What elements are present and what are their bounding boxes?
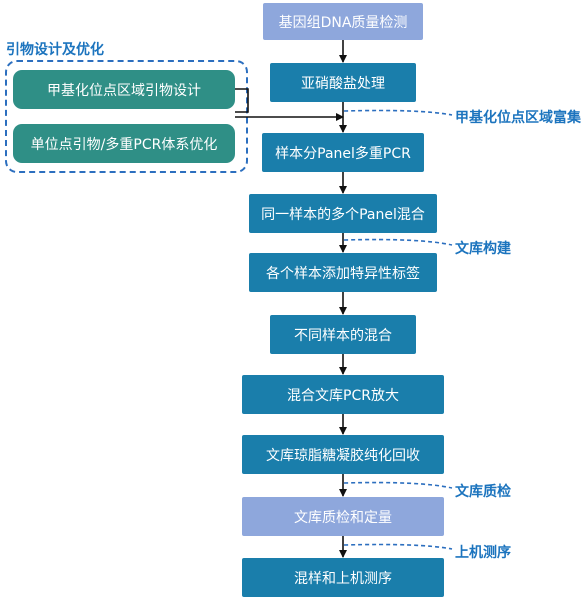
step-sample-pooling: 不同样本的混合 xyxy=(270,315,416,354)
step-panel-multiplex-pcr: 样本分Panel多重PCR xyxy=(262,133,424,172)
step-add-barcodes: 各个样本添加特异性标签 xyxy=(249,253,437,292)
library-qc-dashed-pointer xyxy=(343,481,453,489)
primer-design-box: 甲基化位点区域引物设计 xyxy=(13,70,235,109)
stage-label-library-build: 文库构建 xyxy=(455,241,511,257)
step-dna-quality-check: 基因组DNA质量检测 xyxy=(263,3,423,40)
step-bisulfite-treatment: 亚硝酸盐处理 xyxy=(270,63,416,102)
pcr-optimization-box: 单位点引物/多重PCR体系优化 xyxy=(13,124,235,163)
step-library-pcr-amplification: 混合文库PCR放大 xyxy=(242,375,444,414)
library-build-dashed-pointer xyxy=(343,238,453,246)
stage-label-library-qc: 文库质检 xyxy=(455,484,511,500)
step-gel-purification: 文库琼脂糖凝胶纯化回收 xyxy=(242,435,444,474)
primer-group-title: 引物设计及优化 xyxy=(6,42,104,58)
step-panel-mixing: 同一样本的多个Panel混合 xyxy=(249,194,437,233)
sequencing-dashed-pointer xyxy=(343,543,453,550)
primer-bracket xyxy=(235,88,249,113)
enrichment-dashed-pointer xyxy=(343,109,453,116)
step-library-qc-quantification: 文库质检和定量 xyxy=(242,497,444,536)
stage-label-sequencing: 上机测序 xyxy=(455,545,511,561)
stage-label-enrichment: 甲基化位点区域富集 xyxy=(455,110,581,126)
step-pooling-sequencing: 混样和上机测序 xyxy=(242,558,444,597)
